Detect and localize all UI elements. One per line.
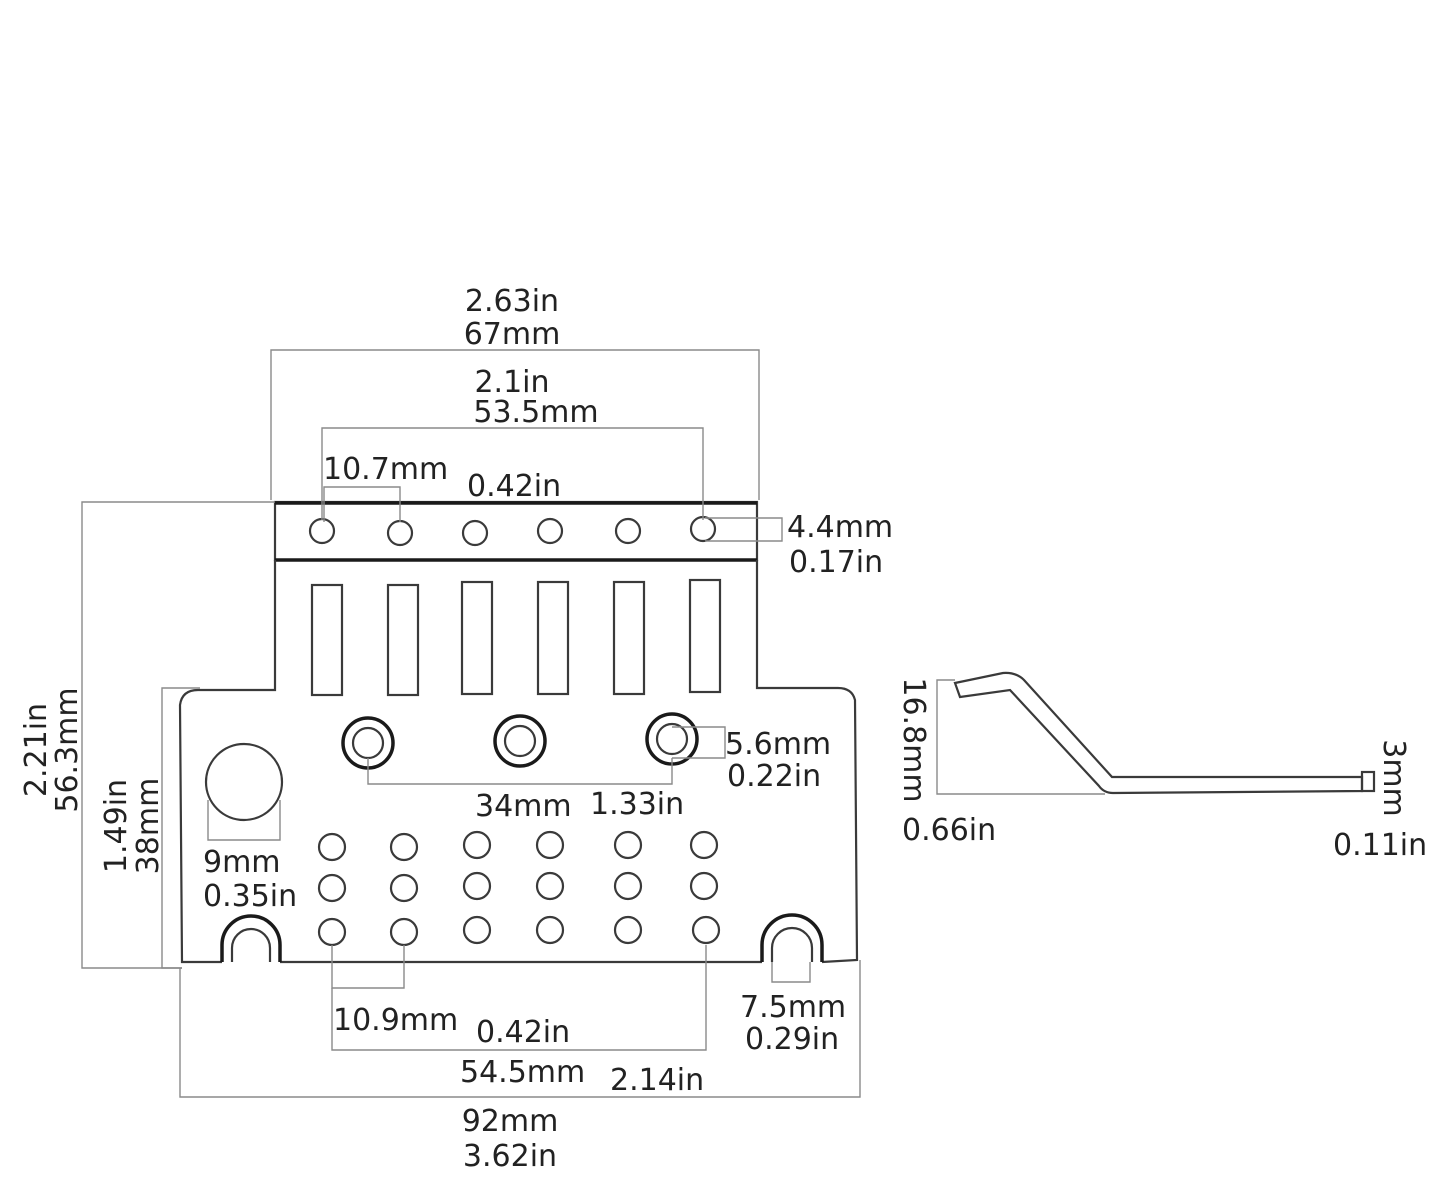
- large-hole: [204, 742, 284, 822]
- grid-hole: [535, 871, 565, 901]
- stud-row: [341, 712, 699, 770]
- label-stud-diameter-mm: 5.6mm: [725, 727, 831, 762]
- label-top-hole-diameter-mm: 4.4mm: [787, 510, 893, 545]
- right-mounting-slot-inner: [770, 926, 814, 962]
- grid-hole: [462, 915, 492, 945]
- left-mounting-slot-inner: [230, 927, 272, 962]
- label-slot-width-in: 0.29in: [745, 1022, 839, 1057]
- side-profile: [953, 671, 1364, 795]
- label-side-thickness-in: 0.11in: [1333, 828, 1427, 863]
- grid-hole: [317, 917, 347, 947]
- label-stud-spacing-mm: 34mm: [475, 789, 572, 824]
- top-hole: [461, 519, 489, 547]
- grid-hole: [389, 873, 419, 903]
- top-hole: [536, 517, 564, 545]
- label-top-hole-pitch-mm: 10.7mm: [323, 452, 448, 487]
- saddle-slot: [536, 580, 570, 696]
- grid-hole: [613, 830, 643, 860]
- label-lower-body-height-in: 1.49in: [99, 779, 134, 873]
- stud-inner: [351, 726, 385, 760]
- dim-line-slot-width: [771, 962, 811, 983]
- top-hole: [689, 515, 717, 543]
- top-hole: [614, 517, 642, 545]
- dim-line-overall-top-width: [270, 349, 760, 500]
- label-slot-width-mm: 7.5mm: [740, 990, 846, 1025]
- label-top-hole-pitch-in: 0.42in: [467, 469, 561, 504]
- grid-hole: [613, 871, 643, 901]
- saddle-slot: [688, 578, 722, 694]
- stud-outer: [493, 714, 547, 768]
- top-hole: [386, 519, 414, 547]
- label-bottom-hole-pitch-mm: 10.9mm: [333, 1003, 458, 1038]
- top-hole: [308, 517, 336, 545]
- grid-hole: [317, 832, 347, 862]
- label-side-thickness-mm: 3mm: [1376, 739, 1411, 817]
- bridge-side-view: [936, 671, 1376, 795]
- left-mounting-slot: [220, 914, 282, 962]
- saddle-slot: [612, 580, 646, 696]
- dim-line-overall-height: [81, 501, 275, 969]
- label-outer-hole-span-in: 2.1in: [474, 365, 549, 400]
- dim-line-side-height: [936, 679, 1105, 795]
- grid-hole: [691, 915, 721, 945]
- dimension-lines: [81, 349, 861, 1098]
- label-overall-top-width-in: 2.63in: [465, 284, 559, 319]
- label-bottom-hole-span-mm: 54.5mm: [460, 1055, 585, 1090]
- grid-hole: [462, 871, 492, 901]
- saddle-slot: [460, 580, 494, 696]
- right-mounting-slot: [760, 913, 824, 962]
- label-side-height-mm: 16.8mm: [896, 677, 931, 802]
- grid-hole: [689, 830, 719, 860]
- top-bar: [273, 500, 759, 562]
- grid-hole: [613, 915, 643, 945]
- label-stud-spacing-in: 1.33in: [590, 787, 684, 822]
- dim-line-top-hole-diameter: [705, 517, 783, 542]
- dim-line-lower-body-height: [161, 687, 200, 969]
- label-side-height-in: 0.66in: [902, 813, 996, 848]
- dim-line-stud-spacing: [367, 758, 673, 785]
- grid-hole: [389, 917, 419, 947]
- grid-hole: [535, 830, 565, 860]
- dim-line-stud-diameter: [672, 726, 726, 759]
- dim-line-top-hole-pitch: [323, 486, 401, 522]
- grid-hole: [689, 871, 719, 901]
- dim-line-overall-width: [179, 960, 861, 1098]
- dim-line-large-hole: [207, 800, 281, 841]
- dim-line-bottom-hole-pitch: [331, 945, 405, 989]
- label-stud-diameter-in: 0.22in: [727, 759, 821, 794]
- grid-hole: [317, 873, 347, 903]
- label-outer-hole-span-mm: 53.5mm: [473, 395, 598, 430]
- stud-inner: [503, 724, 537, 758]
- dim-line-bottom-hole-span: [331, 945, 707, 1051]
- stud-inner: [655, 722, 689, 756]
- dim-line-outer-hole-span: [321, 427, 704, 520]
- dimension-labels: 2.63in 67mm 2.1in 53.5mm 10.7mm 0.42in 4…: [19, 284, 1427, 1174]
- plate-outline: [178, 560, 859, 964]
- hole-grid: [317, 830, 721, 947]
- label-top-hole-diameter-in: 0.17in: [789, 545, 883, 580]
- label-bottom-hole-pitch-in: 0.42in: [476, 1015, 570, 1050]
- label-overall-height-mm: 56.3mm: [50, 687, 85, 812]
- saddle-slot: [386, 583, 420, 697]
- grid-hole: [389, 832, 419, 862]
- stud-outer: [645, 712, 699, 766]
- label-overall-top-width-mm: 67mm: [464, 317, 561, 352]
- label-bottom-hole-span-in: 2.14in: [610, 1063, 704, 1098]
- label-overall-width-in: 3.62in: [463, 1139, 557, 1174]
- label-large-hole-in: 0.35in: [203, 879, 297, 914]
- grid-hole: [535, 915, 565, 945]
- label-large-hole-mm: 9mm: [203, 845, 281, 880]
- label-lower-body-height-mm: 38mm: [131, 778, 166, 875]
- side-profile-tip: [1360, 770, 1376, 793]
- saddle-slot: [310, 583, 344, 697]
- saddle-slot-row: [310, 578, 722, 697]
- label-overall-width-mm: 92mm: [462, 1104, 559, 1139]
- top-hole-row: [308, 515, 717, 547]
- grid-hole: [462, 830, 492, 860]
- label-overall-height-in: 2.21in: [19, 703, 54, 797]
